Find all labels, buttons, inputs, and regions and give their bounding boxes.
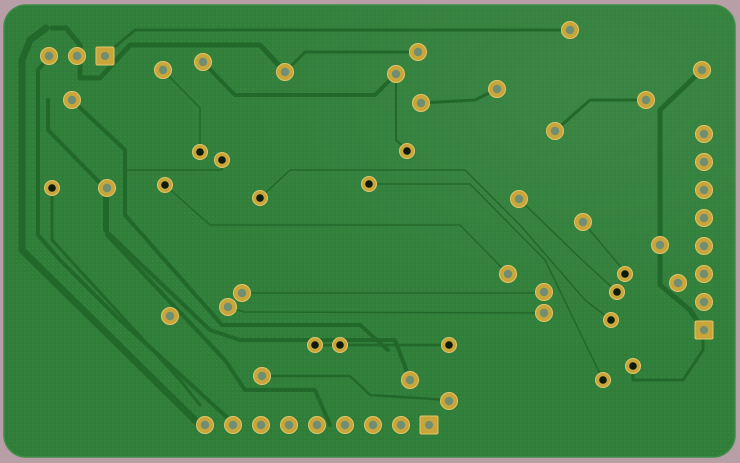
round-pad — [535, 304, 553, 322]
via-hole — [307, 337, 323, 353]
round-pad — [392, 416, 410, 434]
via-hole — [617, 266, 633, 282]
via-hole — [157, 177, 173, 193]
square-pad — [694, 320, 714, 340]
round-pad — [276, 63, 294, 81]
trace-519 — [518, 198, 618, 293]
round-pad — [561, 21, 579, 39]
via-hole — [332, 337, 348, 353]
trace-mid-3 — [46, 98, 412, 382]
trace-262 — [260, 374, 451, 402]
trace-555 — [553, 98, 648, 133]
round-pad — [68, 47, 86, 65]
round-pad — [535, 283, 553, 301]
round-pad — [233, 284, 251, 302]
round-pad — [546, 122, 564, 140]
via-hole — [609, 284, 625, 300]
round-pad — [196, 416, 214, 434]
trace-right-loop — [657, 67, 706, 333]
round-pad — [440, 392, 458, 410]
via-hole — [603, 312, 619, 328]
round-pad — [63, 91, 81, 109]
round-pad — [252, 416, 270, 434]
square-pad — [419, 415, 439, 435]
round-pad — [574, 213, 592, 231]
pad-layer — [40, 21, 714, 435]
round-pad — [510, 190, 528, 208]
trace-power-inner — [49, 25, 288, 81]
trace-583 — [582, 221, 626, 273]
trace-top-right — [283, 50, 420, 74]
round-pad — [387, 65, 405, 83]
via-hole — [625, 358, 641, 374]
via-hole — [361, 176, 377, 192]
round-pad — [488, 80, 506, 98]
round-pad — [695, 265, 713, 283]
via-hole — [441, 337, 457, 353]
round-pad — [695, 209, 713, 227]
round-pad — [219, 298, 237, 316]
round-pad — [336, 416, 354, 434]
round-pad — [412, 94, 430, 112]
round-pad — [695, 125, 713, 143]
round-pad — [651, 236, 669, 254]
trace-horiz-4 — [368, 183, 604, 381]
trace-163 — [162, 69, 201, 153]
round-pad — [253, 367, 271, 385]
copper-traces — [18, 24, 706, 429]
trace-top-long — [103, 28, 572, 57]
trace-power-outer — [18, 24, 204, 429]
square-pad — [95, 46, 115, 66]
trace-horiz-3 — [164, 184, 509, 275]
round-pad — [161, 307, 179, 325]
round-pad — [224, 416, 242, 434]
round-pad — [669, 274, 687, 292]
round-pad — [280, 416, 298, 434]
via-hole — [595, 372, 611, 388]
trace-right-bottom — [631, 328, 705, 382]
via-hole — [252, 190, 268, 206]
round-pad — [98, 179, 116, 197]
round-pad — [695, 293, 713, 311]
round-pad — [401, 371, 419, 389]
round-pad — [154, 61, 172, 79]
via-hole — [214, 152, 230, 168]
round-pad — [695, 237, 713, 255]
round-pad — [40, 47, 58, 65]
round-pad — [308, 416, 326, 434]
via-hole — [399, 143, 415, 159]
trace-mid-2 — [70, 98, 390, 352]
round-pad — [693, 61, 711, 79]
trace-mid-4 — [105, 186, 332, 427]
trace-left-bus — [50, 186, 202, 407]
trace-top-mid — [201, 60, 398, 97]
board-shading — [4, 5, 735, 457]
trace-mid-1 — [36, 54, 232, 422]
round-pad — [695, 181, 713, 199]
trace-horiz-2 — [259, 169, 612, 321]
round-pad — [637, 91, 655, 109]
via-hole — [44, 180, 60, 196]
round-pad — [194, 53, 212, 71]
round-pad — [364, 416, 382, 434]
round-pad — [499, 265, 517, 283]
round-pad — [409, 43, 427, 61]
via-hole — [192, 144, 208, 160]
round-pad — [695, 153, 713, 171]
